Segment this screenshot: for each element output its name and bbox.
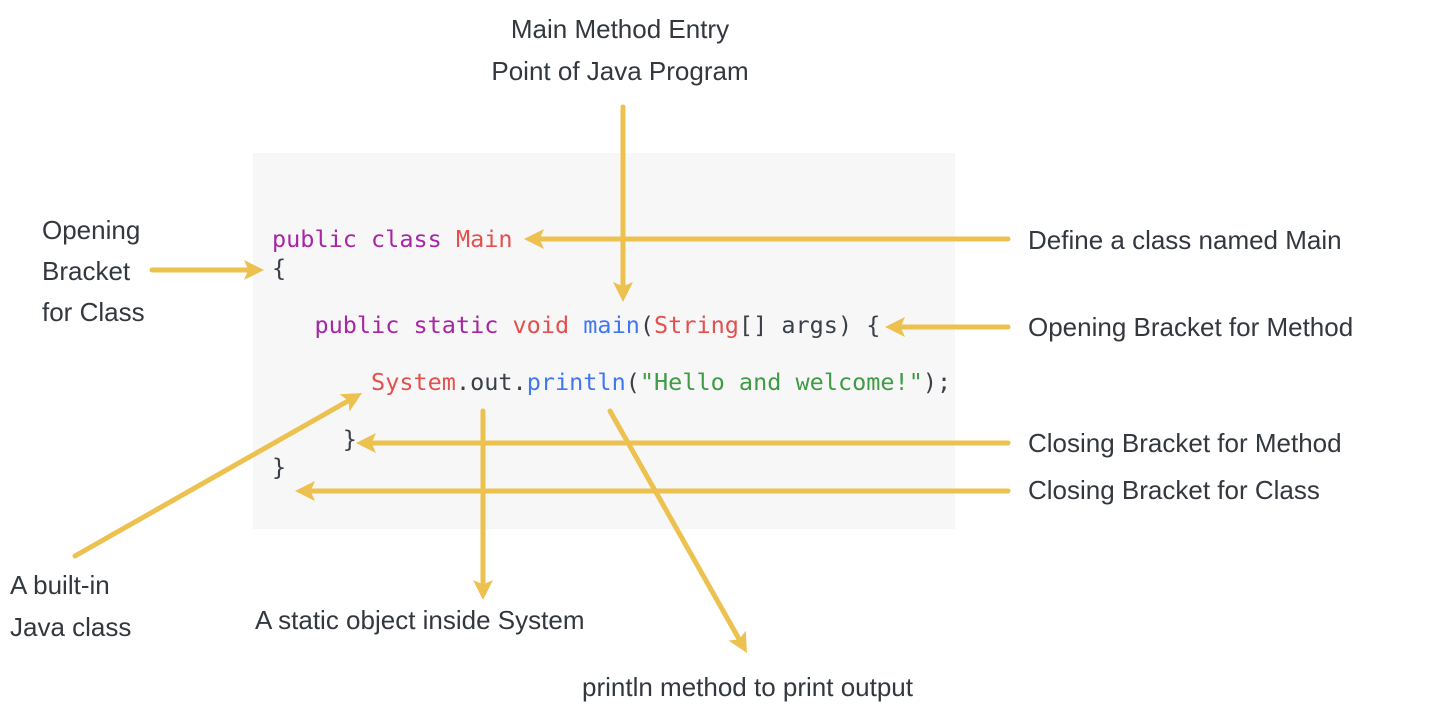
label-main-entry-line2: Point of Java Program <box>491 56 749 86</box>
code-token-type: String <box>654 310 739 339</box>
code-token-plain: ( <box>639 310 655 339</box>
code-line: public class Main <box>272 225 951 254</box>
code-snippet-panel <box>253 153 955 529</box>
code-line: public static void main(String[] args) { <box>272 311 951 340</box>
label-main-entry-line1: Main Method Entry <box>510 14 730 44</box>
code-line: } <box>272 425 951 454</box>
label-println-method: println method to print output <box>582 672 913 702</box>
code-token-plain: } <box>272 453 287 481</box>
code-token-type: void <box>512 310 584 339</box>
label-opening-bracket-class-line2: Bracket <box>42 256 131 286</box>
label-opening-bracket-method: Opening Bracket for Method <box>1028 312 1354 342</box>
code-token-keyword: public class <box>272 225 456 253</box>
code-token-plain: .out. <box>455 367 527 396</box>
label-closing-bracket-class: Closing Bracket for Class <box>1028 475 1320 505</box>
label-opening-bracket-class: Opening Bracket for Class <box>42 210 145 333</box>
code-line: } <box>272 453 951 482</box>
label-opening-bracket-class-line3: for Class <box>42 297 145 327</box>
label-builtin-class-line1: A built-in <box>10 570 110 600</box>
code-lines: public class Main{ public static void ma… <box>272 225 951 482</box>
code-token-type: Main <box>455 225 513 253</box>
code-token-plain <box>272 368 371 396</box>
label-closing-bracket-method: Closing Bracket for Method <box>1028 428 1342 458</box>
label-static-object: A static object inside System <box>255 605 585 635</box>
label-opening-bracket-class-line1: Opening <box>42 215 141 245</box>
code-token-plain: } <box>272 424 357 453</box>
code-line <box>272 282 951 311</box>
code-line <box>272 339 951 368</box>
code-token-plain: { <box>272 253 287 282</box>
code-token-function: main <box>583 310 640 339</box>
code-token-keyword: public static <box>314 310 513 339</box>
code-line: { <box>272 254 951 283</box>
code-line: System.out.println("Hello and welcome!")… <box>272 368 951 397</box>
code-token-plain: ); <box>922 367 952 396</box>
code-token-plain <box>272 311 314 339</box>
code-token-string: "Hello and welcome!" <box>639 367 923 396</box>
code-token-type: System <box>371 367 456 396</box>
label-main-entry: Main Method Entry Point of Java Program <box>491 8 748 92</box>
label-define-class: Define a class named Main <box>1028 225 1342 255</box>
code-token-plain: [] args) { <box>738 310 881 339</box>
label-builtin-class-line2: Java class <box>10 612 132 642</box>
code-token-plain: ( <box>625 367 640 396</box>
label-builtin-class: A built-in Java class <box>10 564 131 648</box>
code-line <box>272 396 951 425</box>
code-token-function: println <box>526 367 626 396</box>
